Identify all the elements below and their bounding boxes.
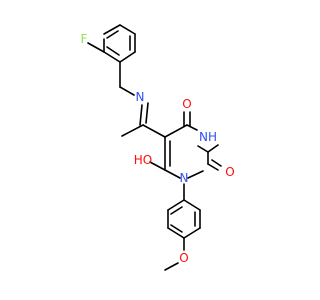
bond (142, 124, 166, 138)
bond (186, 124, 198, 131)
bond (106, 30, 119, 39)
bond (139, 104, 143, 126)
atom-labels: F N O NH O N HO O (81, 32, 235, 265)
bond (121, 124, 144, 137)
bond (164, 169, 181, 179)
bond (187, 170, 204, 179)
bond (167, 227, 185, 239)
bond (197, 145, 209, 153)
bond (164, 262, 179, 271)
bond (103, 51, 121, 63)
atom-label-fluorine: F (81, 32, 88, 46)
atom-label-nh: NH (199, 130, 217, 144)
bond (119, 24, 136, 35)
molecule-structure: F N O NH O N HO O (81, 24, 235, 271)
bond (106, 46, 120, 56)
bond (170, 206, 183, 215)
bond (145, 102, 149, 124)
atom-label-hydroxyl: HO (134, 153, 152, 167)
atom-label-imine-nitrogen: N (136, 90, 145, 104)
bond (207, 144, 219, 153)
atom-label-top-oxygen: O (182, 97, 191, 111)
bond (207, 163, 219, 171)
bond (87, 42, 105, 53)
bond (211, 159, 222, 167)
bond (183, 227, 201, 239)
bond (183, 199, 201, 211)
bond (164, 124, 188, 138)
bond (103, 24, 121, 35)
bonds (87, 24, 222, 271)
bond (119, 51, 136, 63)
atom-label-right-oxygen: O (225, 165, 234, 179)
bond (167, 199, 185, 211)
atom-label-ring-nitrogen: N (180, 171, 189, 185)
atom-label-methoxy-oxygen: O (179, 251, 188, 265)
bond (119, 86, 135, 96)
bond (149, 161, 166, 171)
bond (170, 224, 183, 233)
